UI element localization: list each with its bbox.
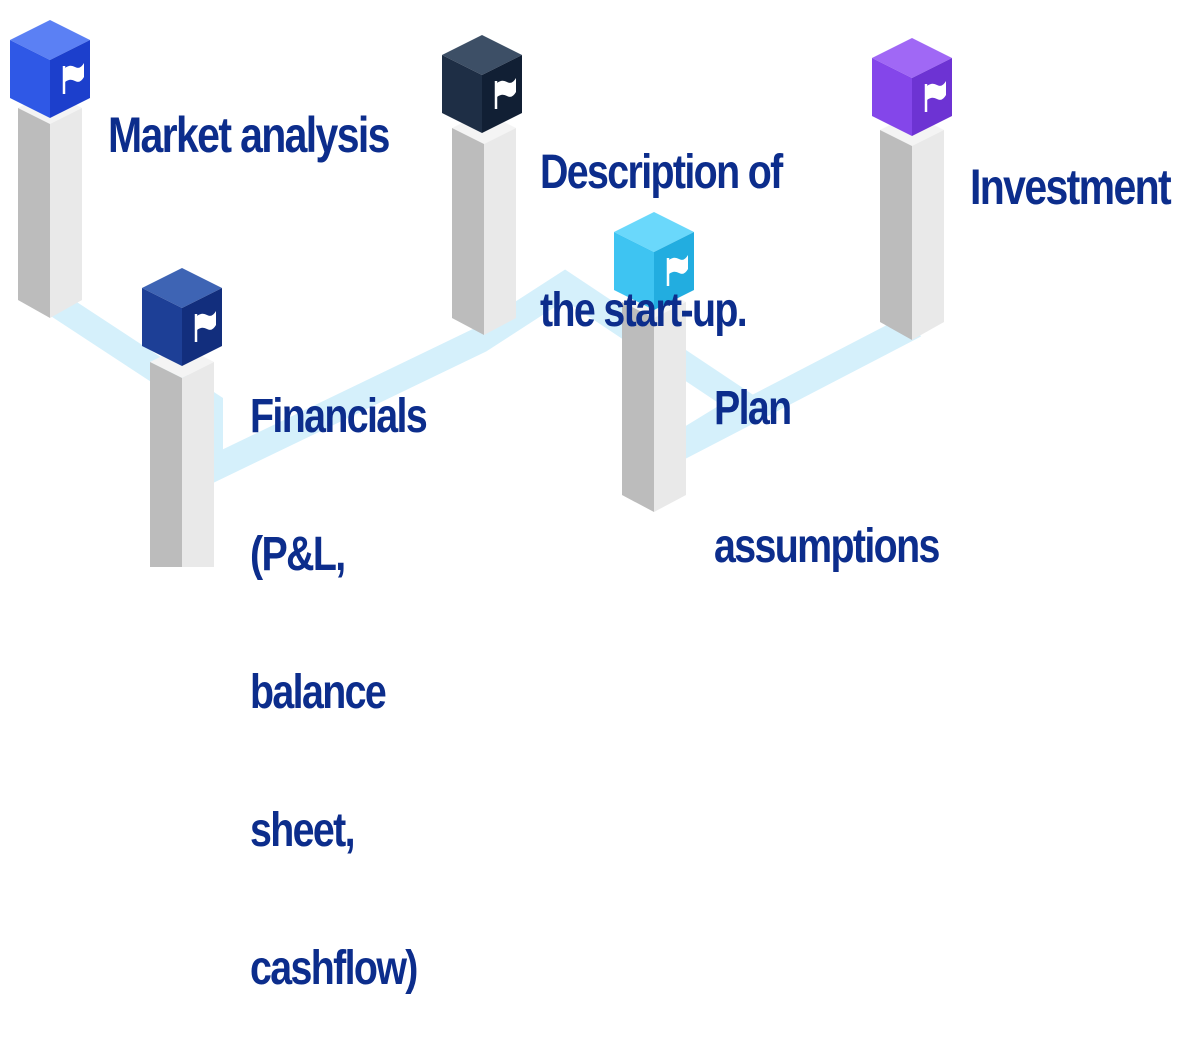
label-line: Description of [540,146,783,199]
cube-description [442,35,522,133]
label-line: Investment [970,159,1172,215]
cube-plan-assumptions [614,212,694,310]
label-line: (P&L, [250,528,346,581]
flag-icon [924,81,946,112]
label-investment: Investment [970,62,1172,262]
pillar-market-analysis [18,92,82,318]
label-line: cashflow) [250,942,418,995]
pillar-financials [150,346,214,567]
label-plan-assumptions: Plan assumptions [714,294,940,616]
label-line: Market analysis [108,107,390,163]
label-line: balance [250,666,387,719]
cube-investment [872,38,952,136]
flag-icon [62,63,84,94]
pillar-description [452,112,516,335]
cube-market-analysis [10,20,90,118]
label-market-analysis: Market analysis [108,10,390,210]
flag-icon [666,255,688,286]
label-description: Description of the start-up. [540,58,783,380]
label-line: the start-up. [540,284,748,337]
label-line: Financials [250,390,428,443]
roadmap-diagram [10,20,952,567]
flag-icon [194,311,216,342]
label-financials: Financials (P&L, balance sheet, cashflow… [250,302,428,1038]
label-line: sheet, [250,804,356,857]
label-line: assumptions [714,520,940,573]
flag-icon [494,78,516,109]
cube-financials [142,268,222,366]
label-line: Plan [714,382,792,435]
